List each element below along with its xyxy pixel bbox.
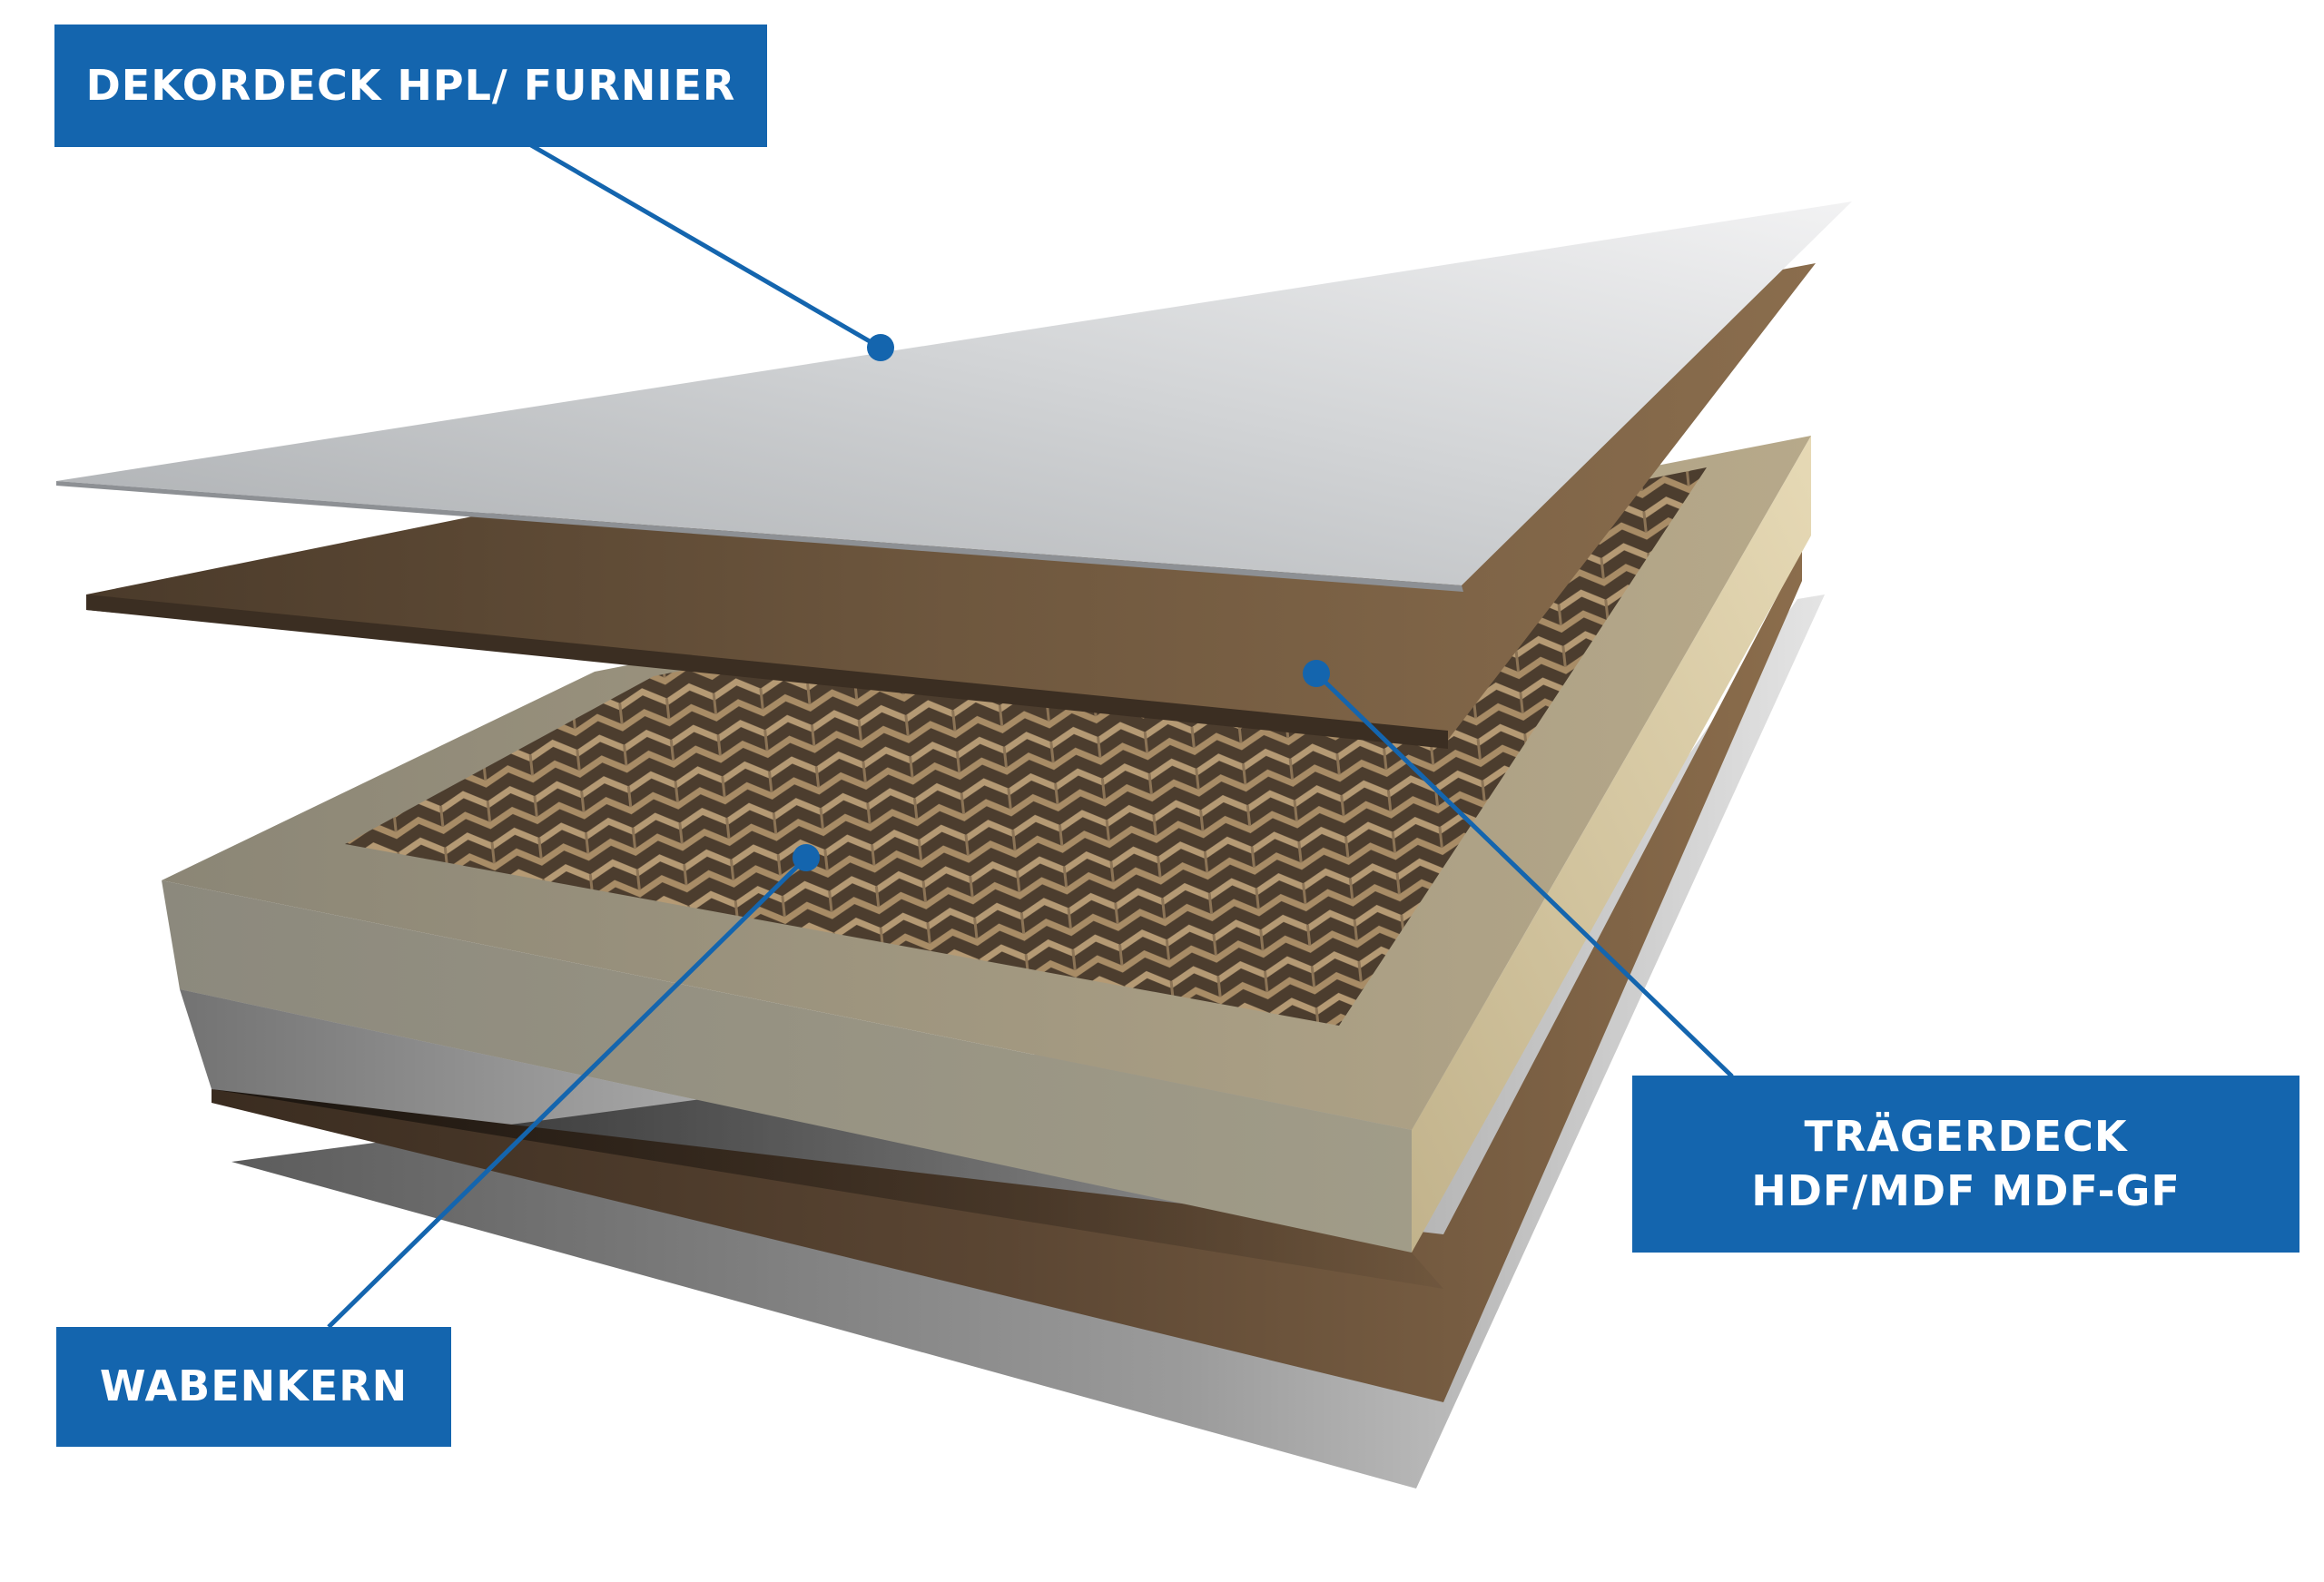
callout-traegerdeck: TRÄGERDECK HDF/MDF MDF-GF — [1632, 1076, 2299, 1253]
marker-dot-dekordeck — [867, 334, 894, 361]
callout-wabenkern-label: WABENKERN — [99, 1361, 409, 1411]
callout-traegerdeck-line1: TRÄGERDECK — [1804, 1111, 2128, 1161]
marker-dot-traegerdeck — [1303, 660, 1330, 687]
callout-dekordeck-label: DEKORDECK HPL/ FURNIER — [85, 60, 736, 110]
honeycomb-core-frame — [162, 436, 1811, 1289]
marker-dot-wabenkern — [793, 844, 820, 871]
top-decor-sheet — [56, 201, 1852, 585]
callout-wabenkern: WABENKERN — [56, 1327, 451, 1447]
bottom-carrier-board — [212, 549, 1802, 1402]
leader-line-wabenkern — [327, 856, 808, 1329]
leader-lines — [327, 142, 1734, 1329]
callout-traegerdeck-line2: HDF/MDF MDF-GF — [1751, 1165, 2181, 1215]
callout-dekordeck: DEKORDECK HPL/ FURNIER — [54, 25, 767, 147]
leader-line-traegerdeck — [1315, 672, 1734, 1078]
leader-line-dekordeck — [529, 142, 882, 350]
